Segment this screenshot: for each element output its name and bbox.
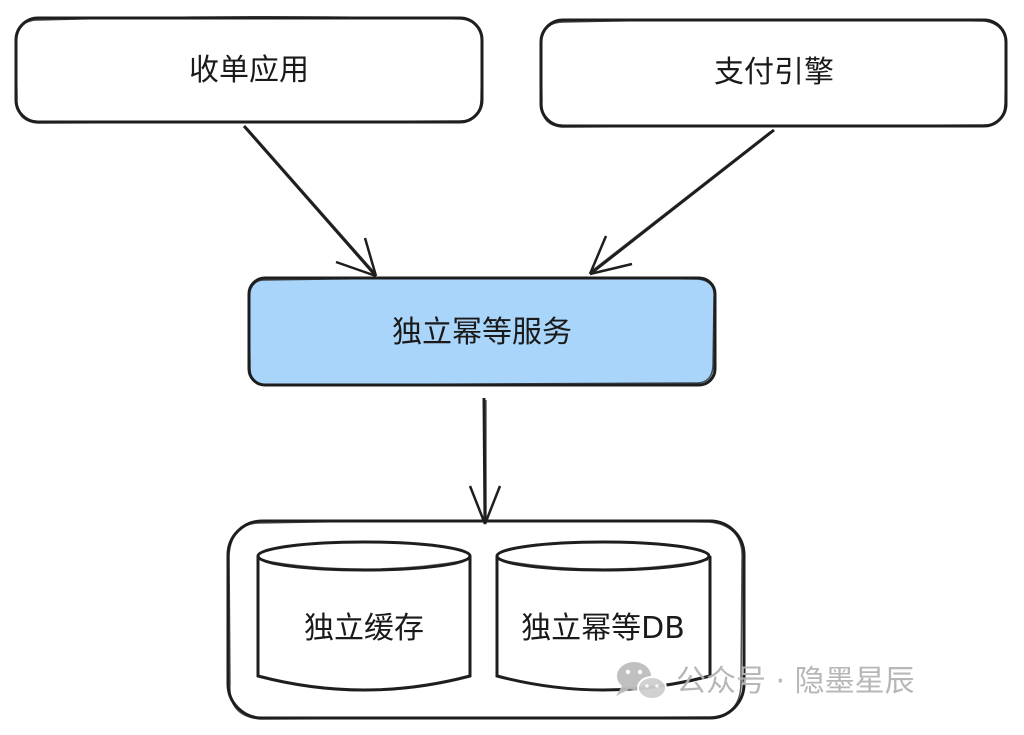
cashier-app-box-sketch <box>15 15 483 124</box>
payment-engine-node: 支付引擎 <box>539 18 1008 128</box>
cache-cylinder-top <box>256 540 472 572</box>
wechat-icon <box>616 662 667 700</box>
db-cylinder-body <box>495 556 712 692</box>
payment-engine-label: 支付引擎 <box>714 55 834 90</box>
arrow-cashier-to-service <box>242 125 378 278</box>
idempotent-service-node: 独立幂等服务 <box>247 276 717 387</box>
payment-engine-box-sketch <box>540 18 1007 128</box>
idempotent-service-box-sketch <box>248 276 715 386</box>
arrow-engine-to-service <box>588 128 775 276</box>
watermark-text: 公众号 · 隐墨星辰 <box>676 664 915 699</box>
arrow-service-to-storage <box>468 397 502 525</box>
cache-cylinder: 独立缓存 <box>256 540 472 692</box>
db-cylinder-top <box>495 540 711 572</box>
idempotent-service-label: 独立幂等服务 <box>392 315 572 350</box>
watermark: 公众号 · 隐墨星辰 <box>616 662 915 700</box>
db-label: 独立幂等DB <box>521 611 685 646</box>
cache-label: 独立缓存 <box>304 611 424 646</box>
storage-group-box-sketch <box>228 519 743 720</box>
cashier-app-label: 收单应用 <box>189 53 309 88</box>
storage-group: 独立缓存 独立幂等DB <box>226 519 746 720</box>
cache-cylinder-body <box>256 556 472 692</box>
cashier-app-node: 收单应用 <box>14 15 484 124</box>
db-cylinder: 独立幂等DB <box>495 540 712 692</box>
